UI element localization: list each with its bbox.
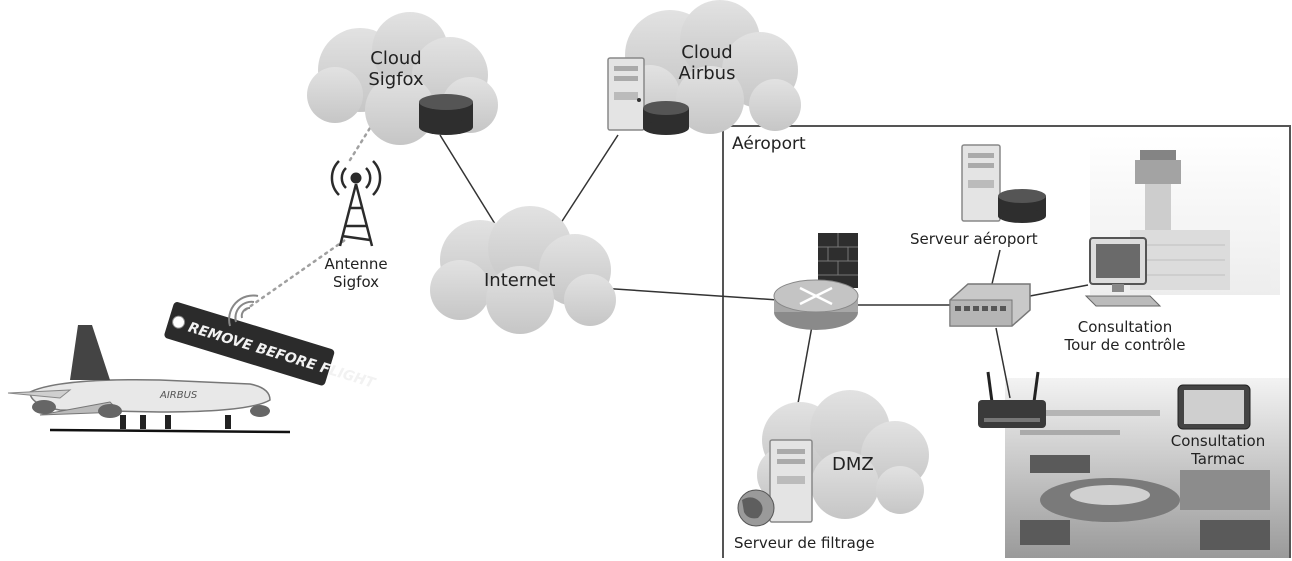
cloud-sigfox-shape [307, 12, 498, 145]
airport-zone-label: Aéroport [732, 134, 806, 154]
workstation-icon [1084, 237, 1162, 307]
internet-label: Internet [484, 270, 556, 291]
database-icon [419, 94, 473, 135]
cloud-sigfox-title: Cloud [370, 48, 422, 69]
server-airport-label: Serveur aéroport [910, 230, 1038, 248]
airport-zone [722, 125, 1291, 558]
cloud-airbus-shape [620, 0, 801, 134]
edge-cloudsigfox-internet [439, 134, 501, 233]
airplane-image: AIRBUS [7, 325, 291, 434]
tablet-icon [1177, 384, 1251, 430]
server-icon [607, 57, 689, 135]
airport-server-icon [961, 144, 1046, 223]
filter-server-icon [769, 439, 813, 523]
wifi-router-icon [978, 371, 1046, 428]
filter-server-label: Serveur de filtrage [734, 534, 875, 552]
antenna-icon [330, 160, 382, 247]
cloud-airbus-name: Airbus [678, 63, 736, 84]
edge-switch-tower [1029, 284, 1089, 297]
cloud-sigfox-label: Cloud Sigfox [362, 48, 430, 90]
router-icon [773, 279, 859, 330]
antenna-label: Antenne Sigfox [314, 255, 398, 291]
tag-text: REMOVE BEFORE FLIGHT [186, 320, 378, 393]
antenna-title: Antenne [324, 255, 388, 273]
switch-icon [949, 283, 1031, 327]
edge-antenna-cloud [348, 110, 382, 162]
edge-internet-router [599, 287, 779, 301]
consult-tarmac-title: Consultation [1170, 432, 1266, 450]
cloud-internet-shape [430, 206, 616, 334]
plane-livery: AIRBUS [159, 390, 198, 401]
consult-tower-label: Consultation Tour de contrôle [1050, 318, 1200, 354]
edge-switch-server [991, 249, 1001, 285]
dmz-label: DMZ [832, 454, 874, 475]
cloud-airbus-label: Cloud Airbus [672, 42, 742, 84]
consult-tarmac-name: Tarmac [1191, 450, 1245, 468]
edge-switch-wifi [995, 327, 1011, 399]
tarmac-aerial-image [1005, 378, 1289, 558]
globe-icon [737, 489, 775, 527]
consult-tower-name: Tour de contrôle [1064, 336, 1186, 354]
cloud-airbus-title: Cloud [681, 42, 733, 63]
firewall-icon [818, 233, 858, 288]
cloud-sigfox-name: Sigfox [368, 69, 424, 90]
edge-cloudairbus-internet [554, 134, 619, 233]
antenna-name: Sigfox [332, 273, 380, 291]
consult-tarmac-label: Consultation Tarmac [1160, 432, 1276, 468]
consult-tower-title: Consultation [1077, 318, 1173, 336]
edge-tag-antenna [243, 238, 347, 312]
